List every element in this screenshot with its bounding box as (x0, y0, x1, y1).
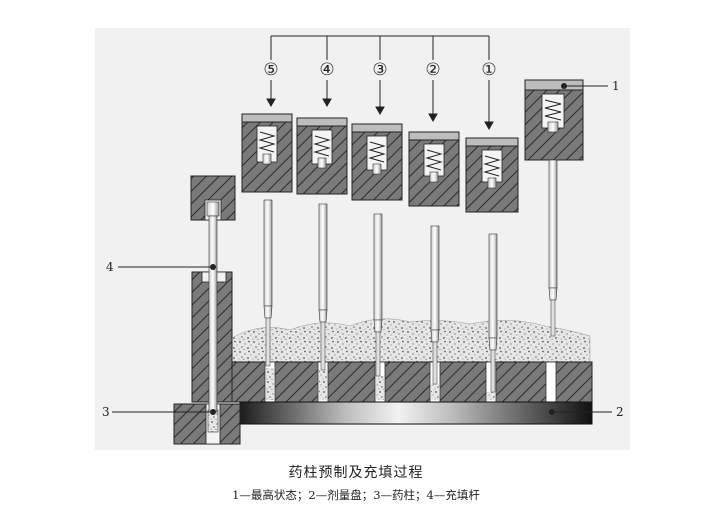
callout-label-1: 1 (612, 79, 620, 93)
dosing-disc (239, 401, 593, 425)
capsule-holder-block (173, 403, 241, 445)
figure-legend: 1—最高状态；2—剂量盘；3—药柱；4—充填杆 (232, 488, 480, 502)
step-markers: ⑤ ④ ③ ② ① (263, 60, 496, 80)
step-marker-5: ⑤ (263, 60, 278, 80)
tamping-station-left (190, 175, 236, 415)
step-marker-4: ④ (319, 60, 334, 80)
step-marker-3: ③ (372, 60, 387, 80)
figure-title: 药柱预制及充填过程 (288, 465, 424, 481)
step-arrows (266, 80, 494, 131)
tamping-pins (241, 79, 584, 393)
callout-label-4: 4 (106, 260, 114, 274)
callout-label-2: 2 (616, 405, 624, 419)
step-marker-1: ① (481, 60, 496, 80)
step-bracket (270, 35, 490, 60)
callout-label-3: 3 (102, 405, 110, 419)
powder-in-bores (266, 368, 495, 400)
callout-leaders (112, 85, 612, 413)
step-marker-2: ② (425, 60, 440, 80)
callout-dot-2 (549, 409, 555, 415)
